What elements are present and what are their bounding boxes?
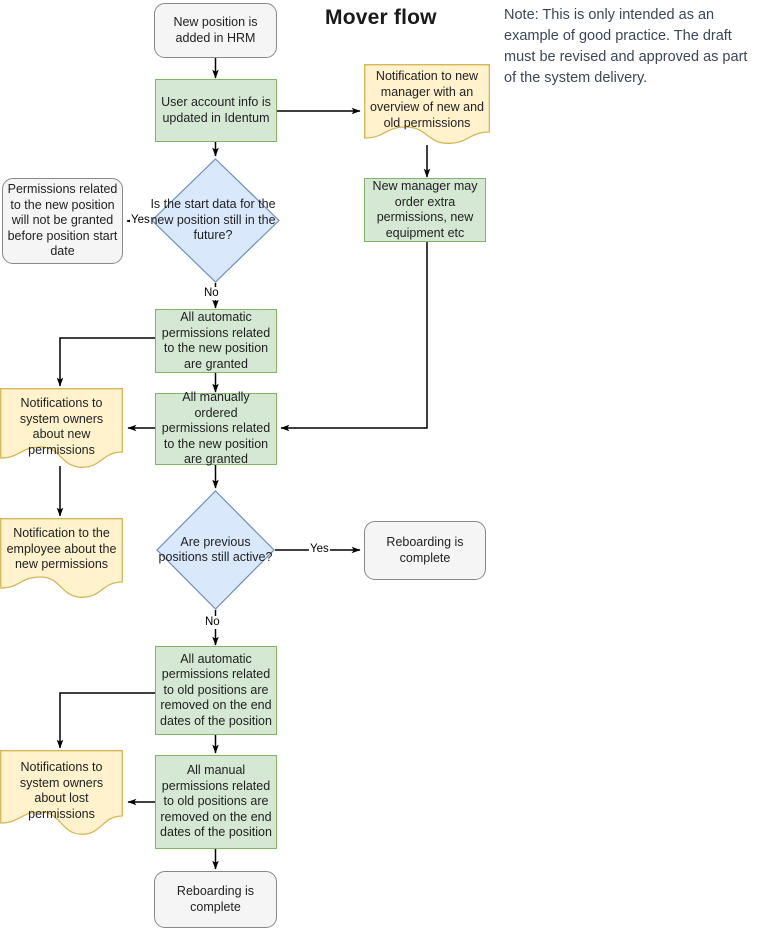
node-label: All automatic permissions related to old… [160, 651, 272, 728]
document-shape [0, 388, 123, 468]
node-notify-owners-lost[interactable]: Notifications to system owners about los… [0, 750, 123, 835]
node-label: All automatic permissions related to the… [161, 310, 271, 371]
node-decision-previous-positions[interactable]: Are previous positions still active? [156, 490, 275, 610]
node-label: New position is added in HRM [173, 15, 258, 45]
node-label: Permissions related to the new position … [7, 182, 118, 259]
node-notify-employee-new[interactable]: Notification to the employee about the n… [0, 518, 123, 598]
node-new-manager-order[interactable]: New manager may order extra permissions,… [364, 178, 486, 242]
document-shape [0, 518, 123, 598]
node-auto-permissions-old[interactable]: All automatic permissions related to old… [155, 646, 277, 735]
flow-title: Mover flow [325, 6, 437, 29]
node-reboarding-complete-top[interactable]: Reboarding is complete [364, 521, 486, 580]
node-auto-permissions-new[interactable]: All automatic permissions related to the… [155, 309, 277, 373]
node-label: Notifications to system owners about new… [19, 396, 104, 457]
note-text: Note: This is only intended as an exampl… [504, 7, 748, 86]
diamond-shape [151, 158, 280, 283]
node-label: User account info is updated in Identum [161, 95, 271, 125]
node-label: Are previous positions still active? [158, 534, 273, 565]
node-label: Is the start data for the new position s… [150, 197, 276, 243]
edge-label-previous-positions-yes: Yes [309, 543, 330, 556]
edge-label-start-date-yes: Yes [130, 214, 151, 227]
node-label: All manually ordered permissions related… [161, 390, 271, 467]
node-label: All manual permissions related to old po… [160, 763, 272, 840]
node-label: Notification to new manager with an over… [370, 69, 484, 130]
edge-label-start-date-no: No [203, 287, 220, 300]
node-notification-new-manager[interactable]: Notification to new manager with an over… [364, 64, 490, 144]
node-manual-permissions-new[interactable]: All manually ordered permissions related… [155, 390, 277, 467]
node-label: Reboarding is complete [176, 884, 255, 914]
edge-label-previous-positions-no: No [204, 616, 221, 629]
document-shape [364, 64, 490, 144]
node-label: Notification to the employee about the n… [6, 526, 117, 571]
node-permissions-not-granted[interactable]: Permissions related to the new position … [2, 178, 123, 264]
node-label: Notifications to system owners about los… [19, 760, 104, 821]
node-decision-start-date[interactable]: Is the start data for the new position s… [150, 158, 280, 283]
node-label: New manager may order extra permissions,… [372, 179, 478, 240]
node-user-account-updated[interactable]: User account info is updated in Identum [155, 79, 277, 142]
node-notify-owners-new[interactable]: Notifications to system owners about new… [0, 388, 123, 468]
node-reboarding-complete-bottom[interactable]: Reboarding is complete [154, 871, 277, 928]
document-shape [0, 750, 123, 835]
node-start-new-position[interactable]: New position is added in HRM [154, 3, 277, 58]
diamond-shape [156, 490, 275, 610]
node-manual-permissions-old[interactable]: All manual permissions related to old po… [155, 755, 277, 849]
node-label: Reboarding is complete [386, 535, 464, 565]
